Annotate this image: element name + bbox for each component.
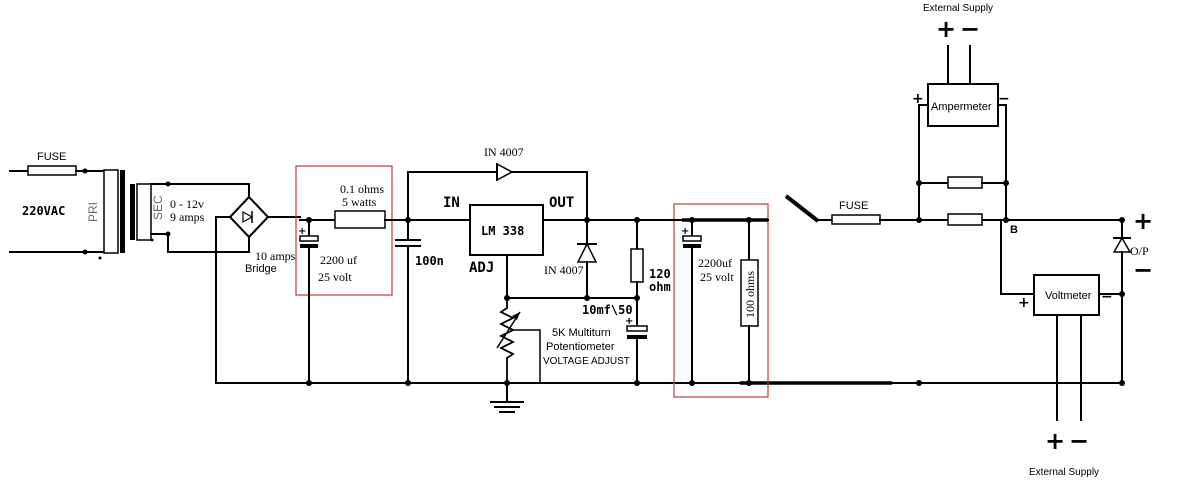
output-filter: + 2200uf 25 volt 100 ohms [659, 203, 769, 398]
svg-text:+: + [681, 226, 689, 237]
lm338-regulator [469, 204, 544, 256]
ammeter-label: Ampermeter [931, 101, 992, 113]
svg-text:+: + [1045, 427, 1065, 455]
svg-text:−: − [998, 91, 1010, 107]
cap2-value-label: 2200uf [698, 256, 732, 270]
secondary-wiring [150, 181, 250, 253]
regulator-label: LM 338 [481, 224, 524, 238]
external-supply-bottom-label: External Supply [1029, 467, 1099, 478]
output-fuse-label: FUSE [839, 200, 868, 212]
output-label: O/P [1130, 244, 1149, 258]
ground-rail [215, 380, 1125, 386]
resistor-value-label: 0.1 ohms [340, 182, 384, 196]
svg-text:−: − [1101, 289, 1113, 305]
svg-text:+: + [625, 316, 633, 327]
bridge-rating-label: 10 amps [255, 249, 296, 263]
ammeter [927, 83, 999, 127]
pin-adj-label: ADJ [469, 260, 494, 276]
pin-out-label: OUT [549, 195, 574, 211]
svg-text:−: − [1069, 427, 1089, 455]
transformer-secondary-winding [136, 183, 152, 241]
pot-line3-label: VOLTAGE ADJUST [543, 356, 630, 367]
svg-text:+: + [912, 91, 924, 107]
regulator-section: IN 4007 LM 338 IN OUT ADJ IN 4007 120 oh… [407, 145, 671, 413]
r100-label: 100 ohms [743, 271, 757, 318]
r120-unit-label: ohm [649, 280, 671, 294]
secondary-label: SEC [151, 195, 165, 220]
output-fuse [831, 214, 881, 225]
input-fuse [27, 165, 77, 176]
resistor-power-label: 5 watts [342, 195, 377, 209]
mains-voltage-label: 220VAC [22, 204, 65, 218]
output-switch [784, 194, 820, 223]
svg-text:+: + [1018, 295, 1030, 311]
r120-value-label: 120 [649, 267, 671, 281]
shunt-resistor-1 [947, 176, 983, 189]
cap-10mf-label: 10mf\50 [582, 303, 633, 317]
resistor-120-ohm [630, 248, 644, 283]
svg-text:+: + [1133, 207, 1153, 235]
external-supply-top-label: External Supply [923, 3, 993, 14]
diode-top-label: IN 4007 [484, 145, 524, 159]
shunt-resistor-2 [947, 213, 983, 226]
primary-label: PRI [86, 202, 100, 222]
input-fuse-label: FUSE [37, 151, 66, 163]
mains-input: FUSE 220VAC [9, 151, 105, 255]
voltmeter [1033, 274, 1100, 316]
transformer: PRI SEC 0 - 12v 9 amps [86, 169, 205, 260]
diode-mid-label: IN 4007 [544, 263, 584, 277]
node-b-label: B [1010, 224, 1018, 236]
svg-text:+: + [936, 15, 956, 43]
capacitor-10mf [626, 325, 648, 332]
voltmeter-label: Voltmeter [1045, 290, 1092, 302]
bridge-rectifier: 10 amps Bridge [215, 195, 301, 384]
voltmeter-section: Voltmeter + − + − External Supply [1000, 219, 1125, 478]
pot-line1-label: 5K Multiturn [552, 327, 611, 339]
cap1-voltage-label: 25 volt [318, 270, 352, 284]
secondary-current-label: 9 amps [170, 210, 205, 224]
pin-in-label: IN [443, 195, 460, 211]
svg-text:+: + [298, 226, 306, 237]
cap-100n-label: 100n [415, 254, 444, 268]
output-terminals: + − O/P [1112, 207, 1153, 384]
cap2-voltage-label: 25 volt [700, 270, 734, 284]
filter-capacitor-2 [682, 235, 702, 242]
input-filter: 0.1 ohms 5 watts + 2200 uf 25 volt 100n [295, 165, 471, 384]
ammeter-section: External Supply + − Ampermeter + − B [912, 3, 1018, 236]
transformer-primary-winding [103, 169, 119, 254]
secondary-voltage-label: 0 - 12v [170, 197, 204, 211]
bridge-label: Bridge [245, 263, 277, 275]
bypass-diode-top [496, 162, 514, 182]
svg-text:−: − [1133, 256, 1153, 284]
svg-text:−: − [960, 15, 980, 43]
input-filter-highlight [295, 165, 393, 296]
sense-resistor [334, 210, 386, 229]
output-filter-highlight [673, 203, 769, 398]
filter-capacitor-1 [299, 235, 319, 242]
pot-line2-label: Potentiometer [546, 341, 615, 353]
cap1-value-label: 2200 uf [320, 253, 357, 267]
